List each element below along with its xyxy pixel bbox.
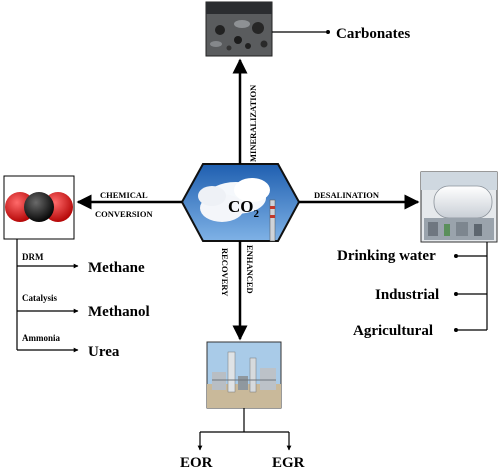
- ammonia-label: Ammonia: [22, 333, 60, 343]
- egr-label: EGR: [272, 455, 305, 470]
- industrial-label: Industrial: [375, 287, 439, 303]
- catalysis-label: Catalysis: [22, 293, 58, 303]
- methanol-label: Methanol: [88, 304, 150, 320]
- urea-label: Urea: [88, 344, 120, 360]
- co2-molecule-icon: [3, 175, 75, 240]
- enhanced-recovery-branch: ENHANCED RECOVERY EOR EGR: [180, 241, 305, 470]
- conversion-label: CONVERSION: [95, 209, 153, 219]
- desalination-branch: DESALINATION Drinking water Industrial A…: [299, 171, 498, 339]
- drm-label: DRM: [22, 252, 44, 262]
- refinery-photo: [206, 341, 282, 409]
- rock-photo: [205, 1, 273, 57]
- carbonates-label: Carbonates: [336, 26, 410, 42]
- eor-label: EOR: [180, 455, 213, 470]
- desalination-plant-photo: [420, 171, 498, 243]
- smokestack-icon: [269, 199, 276, 242]
- chemical-conversion-branch: CHEMICAL CONVERSION DRM Methane Catalysi…: [3, 175, 182, 360]
- mineralization-branch: MINERALIZATION Carbonates: [205, 1, 410, 164]
- co2-label: CO2: [228, 197, 260, 220]
- desalination-label: DESALINATION: [314, 190, 380, 200]
- methane-label: Methane: [88, 260, 145, 276]
- drinking-water-label: Drinking water: [337, 248, 436, 264]
- mineralization-label: MINERALIZATION: [248, 84, 258, 162]
- co2-hexagon: CO2: [180, 163, 301, 242]
- agricultural-label: Agricultural: [353, 323, 433, 339]
- chemical-label: CHEMICAL: [100, 190, 148, 200]
- enhanced-label: ENHANCED: [245, 245, 255, 294]
- recovery-label: RECOVERY: [220, 248, 230, 296]
- cloud-icon: [198, 178, 270, 222]
